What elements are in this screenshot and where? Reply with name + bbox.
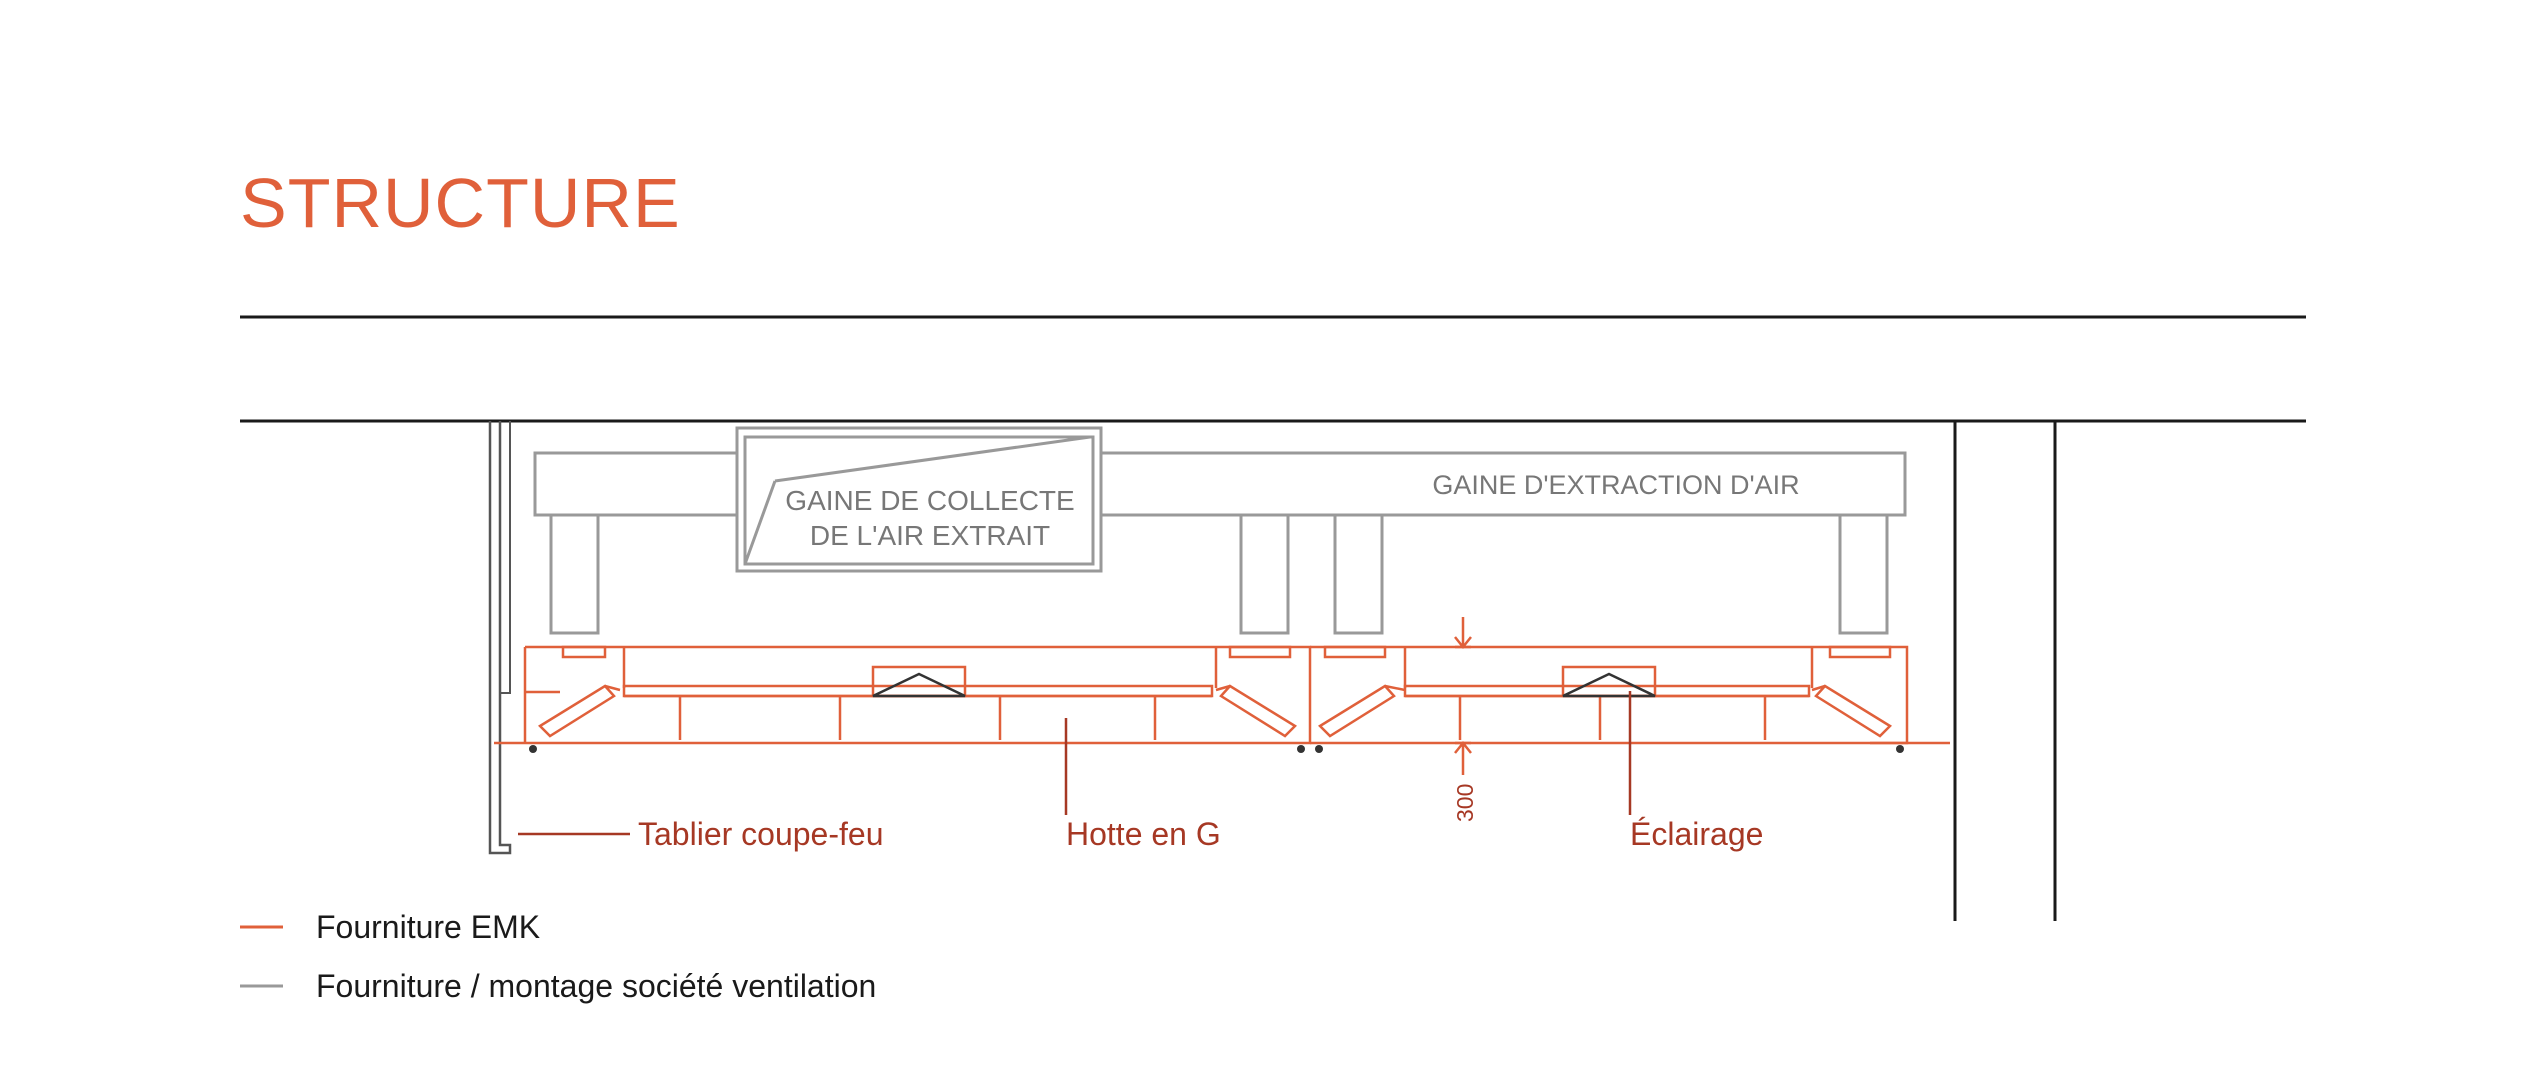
collection-duct-label-1: GAINE DE COLLECTE xyxy=(785,485,1074,516)
lamp-1 xyxy=(872,672,966,698)
hood-2-left-baffle xyxy=(1317,684,1406,738)
hood-2-lamp-housing xyxy=(1561,665,1657,698)
collection-duct-outer xyxy=(735,426,1103,573)
dimension-300-label: 300 xyxy=(1452,784,1478,822)
callout-leaders xyxy=(518,691,1632,836)
fire-apron-hanger xyxy=(499,421,511,694)
fire-apron-profile xyxy=(488,421,512,855)
tablier-callout: Tablier coupe-feu xyxy=(638,816,883,852)
lamp-2 xyxy=(1562,672,1656,698)
light-fixtures xyxy=(872,672,1656,698)
hood-1 xyxy=(494,645,1312,745)
duct-supports xyxy=(549,513,1889,635)
extraction-duct-label: GAINE D'EXTRACTION D'AIR xyxy=(1432,470,1799,500)
legend-label-emk: Fourniture EMK xyxy=(316,909,540,945)
hood-1-right-baffle xyxy=(1215,684,1298,738)
hotte-callout: Hotte en G xyxy=(1066,816,1221,852)
extraction-duct xyxy=(533,451,1907,517)
hood-2 xyxy=(1310,645,1950,745)
page-title: STRUCTURE xyxy=(240,164,681,242)
ventilation-supply xyxy=(533,426,1907,635)
hood-2-right-baffle xyxy=(1811,684,1893,738)
emk-supply xyxy=(494,617,1950,775)
legend-label-ventilation: Fourniture / montage société ventilation xyxy=(316,968,876,1004)
hanging-bolts xyxy=(529,745,1904,753)
hood-1-left-baffle xyxy=(537,684,621,738)
eclairage-callout: Éclairage xyxy=(1630,816,1763,852)
hood-1-lamp-housing xyxy=(871,665,967,698)
legend: Fourniture EMK Fourniture / montage soci… xyxy=(240,909,876,1004)
dimension-300-arrows xyxy=(1454,617,1472,775)
collection-duct-inner xyxy=(743,435,1095,566)
collection-duct-slope xyxy=(743,435,1091,565)
collection-duct-label-2: DE L'AIR EXTRAIT xyxy=(810,520,1050,551)
